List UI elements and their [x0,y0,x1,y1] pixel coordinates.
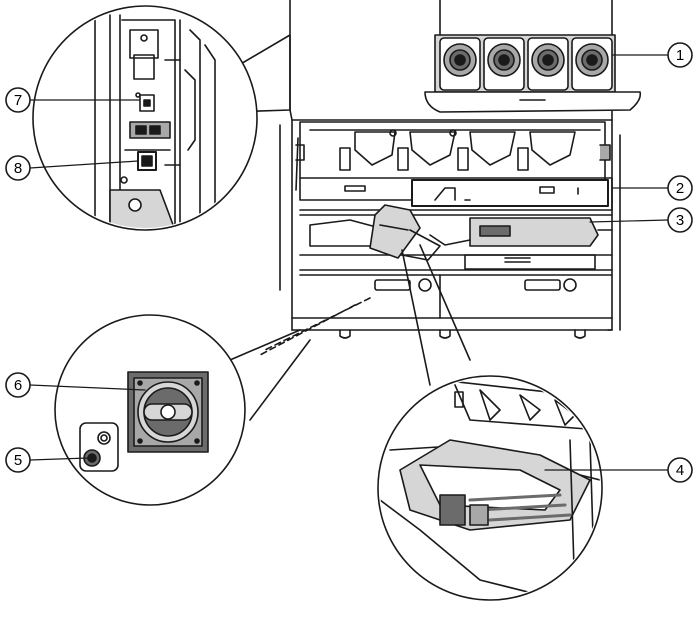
usb-port [139,94,155,112]
callout-1: 1 [667,42,693,68]
power-button [79,422,119,472]
svg-text:5: 5 [14,452,22,469]
toner-bottle-pulled [369,204,441,261]
callout-2: 2 [667,175,693,201]
svg-text:6: 6 [14,377,22,394]
toner-cartridge-4 [571,37,613,91]
svg-text:2: 2 [676,180,684,197]
svg-text:3: 3 [676,212,684,229]
paper-drawers [299,254,613,319]
ethernet-port [137,151,157,171]
drum-unit-pulled-out [399,439,591,531]
toner-cartridge-2 [483,37,525,91]
callout-6: 6 [5,372,31,398]
toner-cartridge-1 [439,37,481,91]
callout-8: 8 [5,155,31,181]
drum-unit-magnifier [377,244,603,601]
main-power-switch [127,371,209,453]
waste-toner-box [299,214,613,247]
power-switch-magnifier [54,297,371,506]
printer-body [279,0,621,339]
callout-4: 4 [667,457,693,483]
svg-text:8: 8 [14,160,22,177]
transfer-belt-unit [299,177,613,211]
callout-5: 5 [5,447,31,473]
toner-cartridges [424,34,642,113]
svg-text:4: 4 [676,462,684,479]
svg-text:7: 7 [14,92,22,109]
callout-3: 3 [667,207,693,233]
callout-leaders [29,54,669,471]
rear-panel-magnifier [32,5,291,231]
callout-7: 7 [5,87,31,113]
toner-cartridge-3 [527,37,569,91]
svg-text:1: 1 [676,47,684,64]
